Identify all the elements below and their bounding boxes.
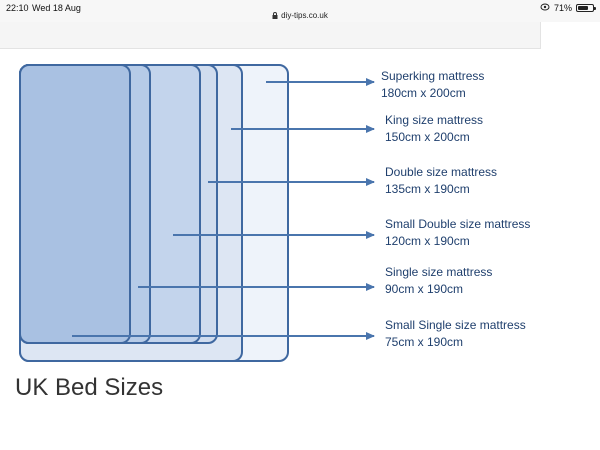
address-url[interactable]: diy-tips.co.uk bbox=[281, 11, 328, 20]
label-small-single: Small Single size mattress 75cm x 190cm bbox=[385, 317, 526, 351]
rotation-lock-icon bbox=[540, 3, 550, 13]
battery-icon bbox=[576, 4, 596, 12]
label-king: King size mattress 150cm x 200cm bbox=[385, 112, 483, 146]
battery-level-fill bbox=[578, 6, 588, 10]
label-double-size: 135cm x 190cm bbox=[385, 182, 470, 196]
label-small-single-name: Small Single size mattress bbox=[385, 318, 526, 332]
status-bar: 22:10 Wed 18 Aug diy-tips.co.uk 71% bbox=[0, 0, 600, 22]
label-superking: Superking mattress 180cm x 200cm bbox=[381, 68, 484, 102]
status-time: 22:10 bbox=[6, 3, 29, 13]
status-indicators: 71% bbox=[540, 3, 596, 13]
label-single-size: 90cm x 190cm bbox=[385, 282, 464, 296]
battery-percent: 71% bbox=[553, 3, 572, 13]
label-king-name: King size mattress bbox=[385, 113, 484, 127]
label-small-single-size: 75cm x 190cm bbox=[385, 335, 464, 349]
page-header-strip bbox=[0, 22, 541, 49]
page-title: UK Bed Sizes bbox=[15, 374, 164, 401]
label-double-name: Double size mattress bbox=[385, 165, 498, 179]
label-superking-name: Superking mattress bbox=[381, 69, 485, 83]
label-king-size: 150cm x 200cm bbox=[385, 130, 470, 144]
bed-size-diagram-svg bbox=[19, 64, 375, 362]
status-date: Wed 18 Aug bbox=[32, 3, 81, 13]
label-small-double-size: 120cm x 190cm bbox=[385, 234, 470, 248]
lock-icon bbox=[272, 12, 278, 21]
mattress-outline-small-single bbox=[19, 64, 131, 344]
bed-size-diagram: Superking mattress 180cm x 200cm King si… bbox=[0, 48, 600, 378]
label-double: Double size mattress 135cm x 190cm bbox=[385, 164, 497, 198]
label-single: Single size mattress 90cm x 190cm bbox=[385, 264, 492, 298]
label-single-name: Single size mattress bbox=[385, 265, 493, 279]
address-bar[interactable]: diy-tips.co.uk bbox=[0, 11, 600, 21]
label-superking-size: 180cm x 200cm bbox=[381, 86, 466, 100]
label-small-double-name: Small Double size mattress bbox=[385, 217, 531, 231]
label-small-double: Small Double size mattress 120cm x 190cm bbox=[385, 216, 530, 250]
